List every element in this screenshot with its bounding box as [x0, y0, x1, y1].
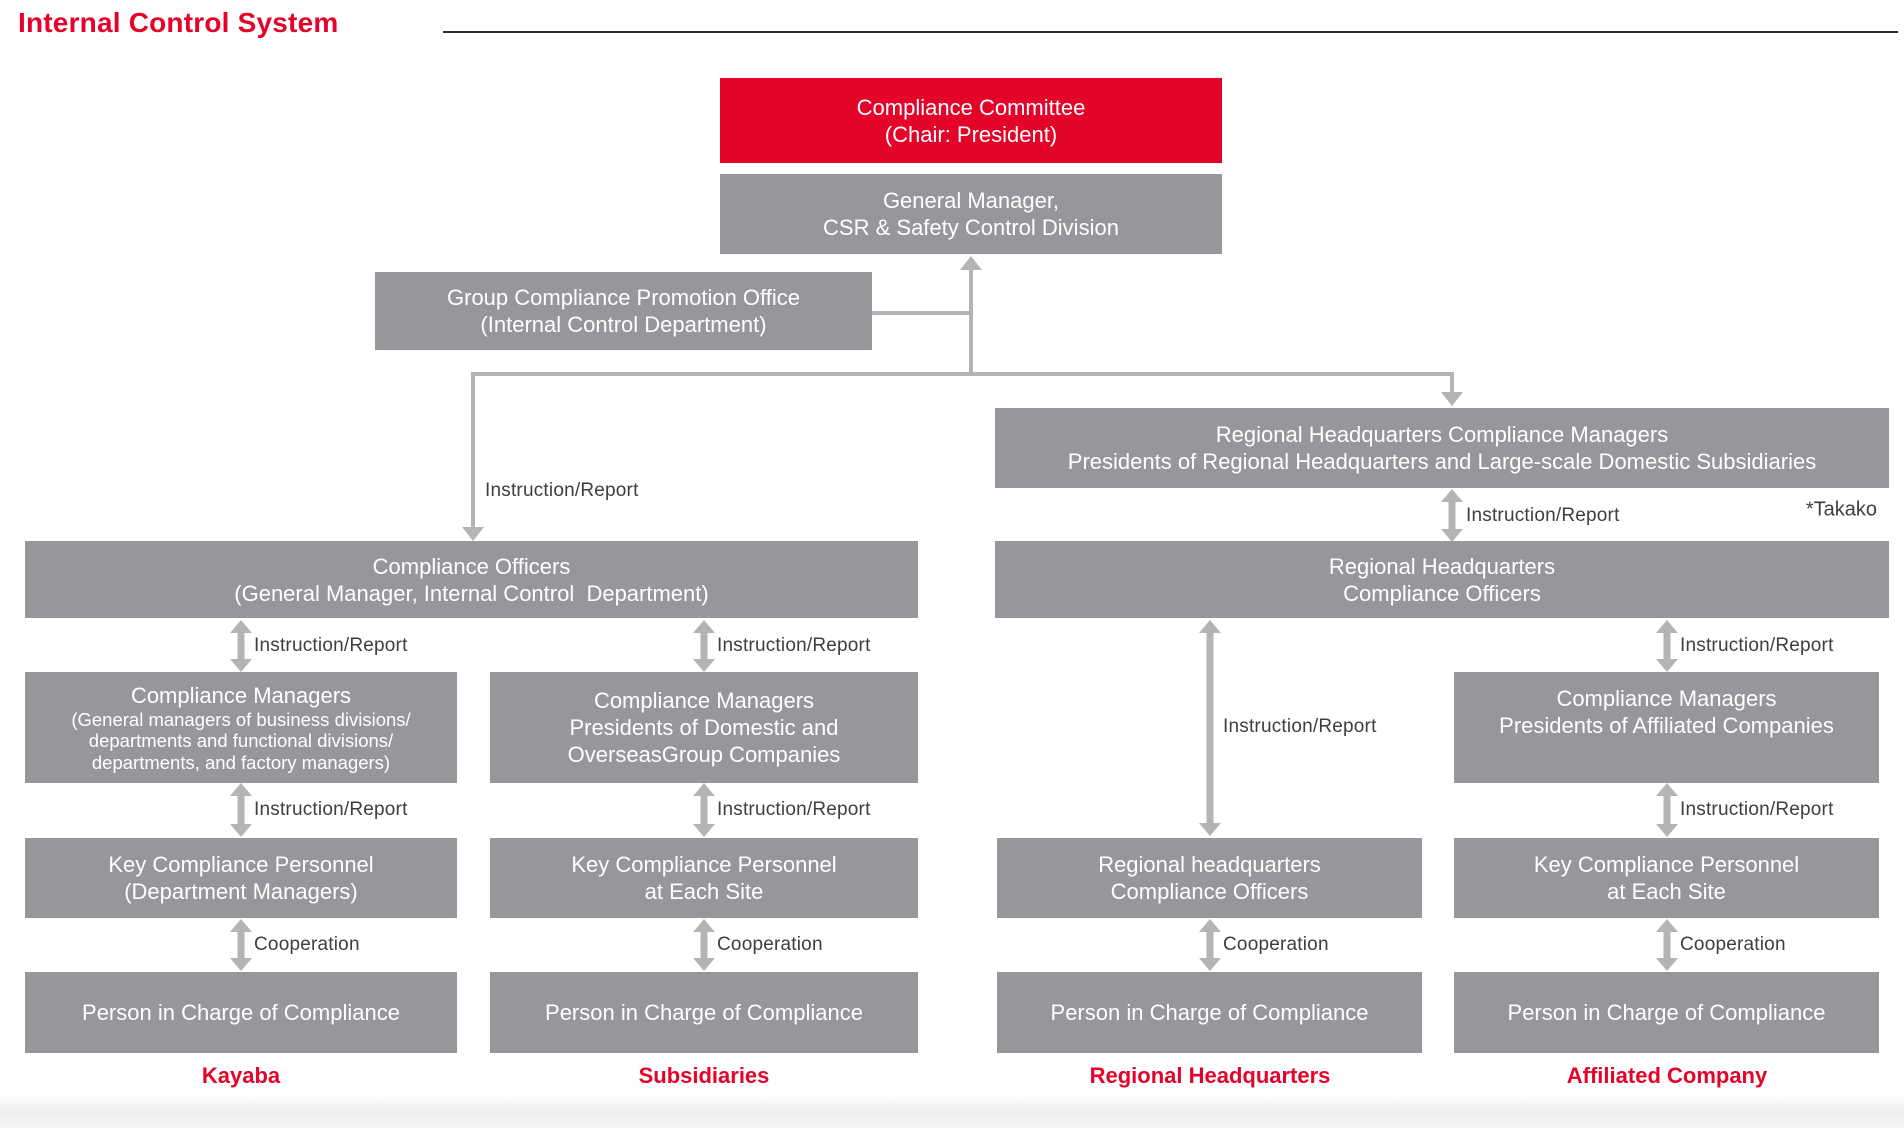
column-label-kayaba: Kayaba	[201, 1063, 281, 1088]
label-cooperation-affiliated: Cooperation	[1680, 934, 1786, 955]
label-instruction-report-subsidiaries-gap2: Instruction/Report	[717, 799, 871, 820]
box-person-in-charge-affiliated: Person in Charge of Compliance	[1454, 972, 1879, 1053]
label-instruction-report-subsidiaries-gap1: Instruction/Report	[717, 635, 871, 656]
double-arrow-regional-top-gap	[1441, 489, 1463, 542]
box-person-in-charge-regional: Person in Charge of Compliance	[997, 972, 1422, 1053]
label-instruction-report-regional-long: Instruction/Report	[1223, 716, 1377, 737]
double-arrow-kayaba-gap2	[230, 783, 252, 837]
box-regional-hq-compliance-officers: Regional Headquarters Compliance Officer…	[995, 541, 1889, 618]
label-cooperation-subsidiaries: Cooperation	[717, 934, 823, 955]
connector-right-drop	[1450, 372, 1454, 394]
box-affiliated-key-personnel: Key Compliance Personnel at Each Site	[1454, 838, 1879, 918]
arrowhead-up-to-general-manager	[960, 256, 982, 270]
label-instruction-report-left-drop: Instruction/Report	[485, 480, 639, 501]
column-label-subsidiaries: Subsidiaries	[638, 1063, 770, 1088]
box-person-in-charge-kayaba: Person in Charge of Compliance	[25, 972, 457, 1053]
double-arrow-kayaba-cooperation	[230, 919, 252, 971]
double-arrow-regional-long	[1199, 620, 1221, 836]
box-group-compliance-promotion-office: Group Compliance Promotion Office (Inter…	[375, 272, 872, 350]
label-cooperation-regional: Cooperation	[1223, 934, 1329, 955]
page-title: Internal Control System	[18, 7, 339, 38]
box-person-in-charge-subsidiaries: Person in Charge of Compliance	[490, 972, 918, 1053]
box-regional-hq-compliance-managers: Regional Headquarters Compliance Manager…	[995, 408, 1889, 488]
label-instruction-report-affiliated-gap1: Instruction/Report	[1680, 635, 1834, 656]
double-arrow-kayaba-gap1	[230, 620, 252, 672]
column-label-regional-headquarters: Regional Headquarters	[1089, 1063, 1331, 1088]
box-subsidiaries-key-personnel: Key Compliance Personnel at Each Site	[490, 838, 918, 918]
double-arrow-affiliated-cooperation	[1656, 919, 1678, 971]
label-instruction-report-kayaba-gap1: Instruction/Report	[254, 635, 408, 656]
label-instruction-report-kayaba-gap2: Instruction/Report	[254, 799, 408, 820]
arrowhead-down-to-regional-managers	[1441, 392, 1463, 406]
page-bottom-gradient	[0, 1094, 1904, 1128]
label-cooperation-kayaba: Cooperation	[254, 934, 360, 955]
double-arrow-subsidiaries-gap2	[693, 783, 715, 837]
double-arrow-subsidiaries-gap1	[693, 620, 715, 672]
box-general-manager-csr: General Manager, CSR & Safety Control Di…	[720, 174, 1222, 254]
label-instruction-report-regional-top: Instruction/Report	[1466, 505, 1620, 526]
column-label-affiliated-company: Affiliated Company	[1566, 1063, 1768, 1088]
connector-office-stub	[872, 311, 973, 315]
box-compliance-committee: Compliance Committee (Chair: President)	[720, 78, 1222, 163]
kayaba-managers-subtitle: (General managers of business divisions/…	[71, 708, 411, 773]
kayaba-managers-title: Compliance Managers	[130, 682, 352, 708]
double-arrow-subsidiaries-cooperation	[693, 919, 715, 971]
connector-left-drop	[471, 372, 475, 528]
double-arrow-affiliated-gap1	[1656, 620, 1678, 672]
connector-main-horizontal	[471, 372, 1454, 376]
box-kayaba-key-personnel: Key Compliance Personnel (Department Man…	[25, 838, 457, 918]
takako-footnote: *Takako	[1805, 498, 1877, 521]
box-compliance-officers: Compliance Officers (General Manager, In…	[25, 541, 918, 618]
connector-vertical-center	[969, 269, 973, 374]
box-affiliated-compliance-managers: Compliance Managers Presidents of Affili…	[1454, 672, 1879, 783]
double-arrow-affiliated-gap2	[1656, 783, 1678, 837]
label-instruction-report-affiliated-gap2: Instruction/Report	[1680, 799, 1834, 820]
double-arrow-regional-cooperation	[1199, 919, 1221, 971]
box-kayaba-compliance-managers: Compliance Managers (General managers of…	[25, 672, 457, 783]
arrowhead-down-to-compliance-officers	[462, 527, 484, 541]
box-regional-site-compliance-officers: Regional headquarters Compliance Officer…	[997, 838, 1422, 918]
box-subsidiaries-compliance-managers: Compliance Managers Presidents of Domest…	[490, 672, 918, 783]
title-rule-line	[443, 31, 1898, 33]
